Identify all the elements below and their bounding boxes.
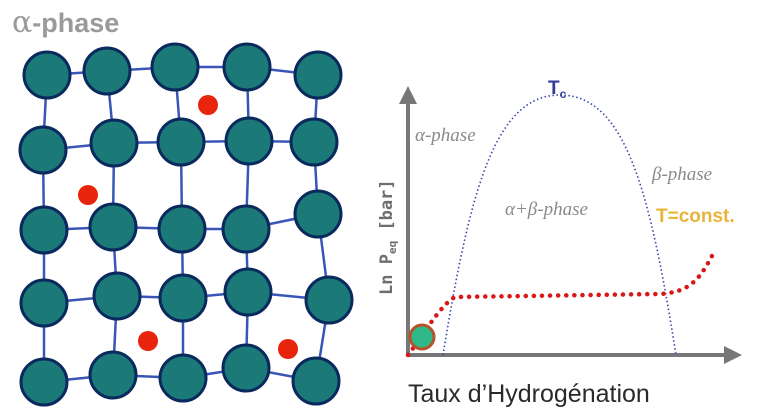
metal-atom [157, 204, 207, 254]
tc-subscript: c [560, 87, 567, 101]
alpha-phase-label: α-phase [415, 125, 476, 146]
metal-atom [150, 42, 200, 92]
lattice-title: α-phase [12, 5, 119, 40]
y-axis-label: Ln Peq [bar] [377, 179, 399, 295]
metal-atom [224, 116, 274, 166]
x-axis-label: Taux d’Hydrogénation [408, 380, 650, 408]
metal-atom [221, 204, 271, 254]
metal-atom [19, 357, 69, 407]
metal-atom [291, 356, 341, 406]
mixed-phase-label: α+β-phase [505, 199, 588, 220]
hydrogen-atom [198, 95, 218, 115]
metal-atom [158, 353, 208, 403]
coexistence-dome [442, 94, 677, 356]
critical-temperature-label: Tc [548, 78, 567, 101]
metal-atom [289, 117, 339, 167]
beta-phase-label: β-phase [651, 164, 712, 185]
phase-diagram: Tc α-phase β-phase α+β-phase T=const. Ln… [377, 78, 742, 408]
metal-atom [19, 278, 69, 328]
hydrogen-atom [138, 331, 158, 351]
metal-atom [88, 202, 138, 252]
phase-word: -phase [32, 8, 119, 38]
alpha-phase-marker [408, 323, 436, 351]
metal-atom [82, 46, 132, 96]
tc-main: T [548, 78, 560, 99]
alpha-symbol: α [12, 5, 32, 40]
y-label-sub: eq [386, 241, 399, 254]
metal-atom [158, 273, 208, 323]
metal-atom [221, 343, 271, 393]
x-axis-arrow-icon [724, 346, 742, 364]
metal-atom [18, 125, 68, 175]
metal-atom [19, 205, 69, 255]
metal-atom [293, 50, 343, 100]
metal-atom [92, 271, 142, 321]
metal-atom [89, 118, 139, 168]
metal-atom [293, 189, 343, 239]
hydrogen-atom [78, 185, 98, 205]
hydrogen-atom [278, 339, 298, 359]
metal-atom [88, 350, 138, 400]
metal-atom [223, 267, 273, 317]
isotherm-curve [405, 247, 718, 358]
y-label-unit: [bar] [377, 179, 397, 240]
lattice-atoms [18, 42, 354, 407]
y-axis-arrow-icon [399, 86, 417, 104]
y-label-main: Ln P [377, 254, 397, 295]
interstitial-hydrogens [78, 95, 298, 359]
metal-atom [222, 42, 272, 92]
isotherm-label: T=const. [656, 206, 735, 227]
metal-atom [304, 275, 354, 325]
metal-atom [22, 50, 72, 100]
metal-atom [156, 117, 206, 167]
